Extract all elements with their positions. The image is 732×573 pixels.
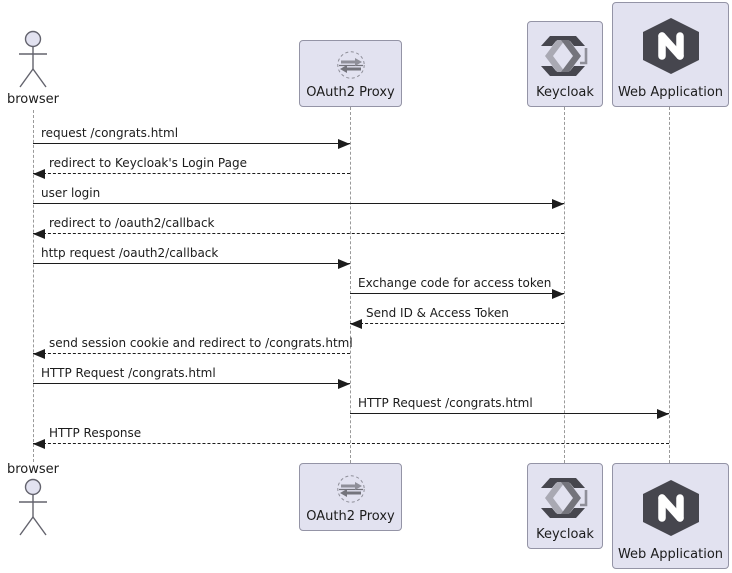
arrowhead-icon <box>33 349 45 359</box>
keycloak-icon <box>538 468 592 527</box>
message-label: HTTP Request /congrats.html <box>358 396 533 410</box>
exchange-arrows-icon <box>336 45 366 85</box>
arrowhead-icon <box>33 439 45 449</box>
nginx-icon <box>639 7 703 85</box>
participant-label-browser: browser <box>6 92 59 107</box>
arrowhead-icon <box>33 169 45 179</box>
arrowhead-icon <box>350 319 362 329</box>
actor-icon <box>7 30 59 96</box>
keycloak-icon <box>538 26 592 85</box>
participant-box-keycloak-bottom: Keycloak <box>527 463 603 549</box>
participant-label-keycloak: Keycloak <box>536 527 594 542</box>
message-line <box>350 413 669 414</box>
message-line <box>33 443 669 444</box>
message-line <box>33 353 350 354</box>
arrowhead-icon <box>338 259 350 269</box>
arrowhead-icon <box>552 289 564 299</box>
message-label: user login <box>41 186 101 200</box>
actor-icon <box>7 478 59 544</box>
message-label: http request /oauth2/callback <box>41 246 219 260</box>
arrowhead-icon <box>338 139 350 149</box>
participant-box-oauth2-proxy-top: OAuth2 Proxy <box>299 40 402 107</box>
message-line <box>33 203 564 204</box>
participant-label-oauth2-proxy: OAuth2 Proxy <box>306 509 395 524</box>
participant-box-web-application-top: Web Application <box>612 2 729 107</box>
message-label: request /congrats.html <box>41 126 179 140</box>
arrowhead-icon <box>33 229 45 239</box>
message-label: redirect to Keycloak's Login Page <box>49 156 247 170</box>
exchange-arrows-icon <box>336 468 366 509</box>
participant-label-keycloak: Keycloak <box>536 85 594 100</box>
nginx-icon <box>639 468 703 547</box>
lifeline-oauth2-proxy <box>350 107 351 463</box>
arrowhead-icon <box>657 409 669 419</box>
message-label: HTTP Request /congrats.html <box>41 366 216 380</box>
participant-box-keycloak-top: Keycloak <box>527 21 603 107</box>
arrowhead-icon <box>552 199 564 209</box>
message-line <box>350 323 564 324</box>
participant-label-browser: browser <box>6 462 59 477</box>
message-label: Send ID & Access Token <box>366 306 509 320</box>
lifeline-web-application <box>669 107 670 463</box>
lifeline-keycloak <box>564 107 565 463</box>
lifeline-browser <box>33 110 34 462</box>
message-line <box>350 293 564 294</box>
message-line <box>33 263 350 264</box>
participant-box-oauth2-proxy-bottom: OAuth2 Proxy <box>299 463 402 531</box>
message-label: HTTP Response <box>49 426 142 440</box>
participant-label-web-application: Web Application <box>617 547 724 562</box>
message-label: send session cookie and redirect to /con… <box>49 336 353 350</box>
participant-box-web-application-bottom: Web Application <box>612 463 729 569</box>
message-line <box>33 173 350 174</box>
message-label: redirect to /oauth2/callback <box>49 216 215 230</box>
message-line <box>33 233 564 234</box>
message-line <box>33 143 350 144</box>
message-label: Exchange code for access token <box>358 276 552 290</box>
participant-label-web-application: Web Application <box>617 85 724 100</box>
arrowhead-icon <box>338 379 350 389</box>
participant-label-oauth2-proxy: OAuth2 Proxy <box>306 85 395 100</box>
message-line <box>33 383 350 384</box>
